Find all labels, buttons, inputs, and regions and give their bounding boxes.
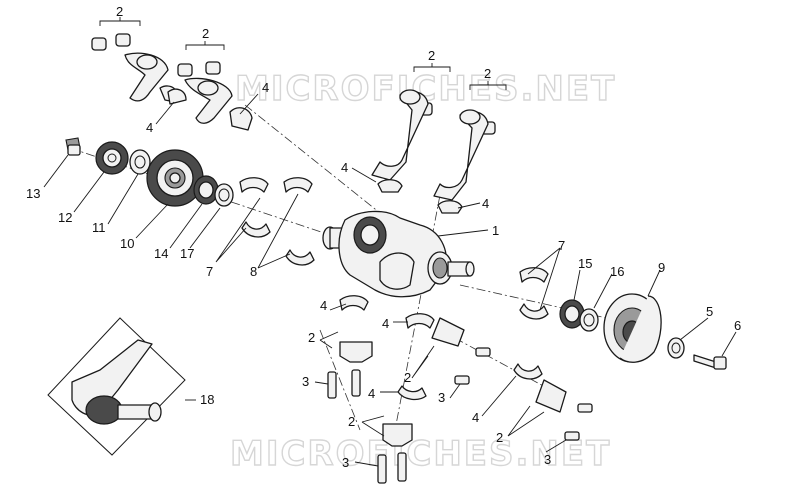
callout-6: 6 (734, 318, 741, 333)
callout-7-right: 7 (558, 238, 565, 253)
callout-4-bottom-right: 4 (472, 410, 479, 425)
crankshaft (322, 210, 475, 298)
callout-17: 17 (180, 246, 194, 261)
callout-7-left: 7 (206, 264, 213, 279)
rod-bolts (327, 347, 593, 484)
callout-8: 8 (250, 264, 257, 279)
callout-2-lower-left: 2 (308, 330, 315, 345)
callout-16: 16 (610, 264, 624, 279)
callout-labels: 2 2 2 2 4 4 4 4 1 13 12 11 10 14 17 7 8 … (26, 4, 741, 470)
callout-18: 18 (200, 392, 214, 407)
callout-15: 15 (578, 256, 592, 271)
callout-4-top: 4 (262, 80, 269, 95)
callout-4-mid: 4 (341, 160, 348, 175)
callout-2-upper-left: 2 (116, 4, 123, 19)
connecting-rods-upper-right (371, 89, 496, 214)
callout-4-right: 4 (482, 196, 489, 211)
callout-14: 14 (154, 246, 168, 261)
callout-10: 10 (120, 236, 134, 251)
right-side-parts (519, 267, 727, 370)
rod-caps-lower (339, 295, 567, 447)
callout-2-bottom-right: 2 (496, 430, 503, 445)
callout-4-lower-mid: 4 (382, 316, 389, 331)
callout-3-left: 3 (302, 374, 309, 389)
callout-2-upper: 2 (202, 26, 209, 41)
main-bearing-shells-left (239, 177, 315, 266)
gear-train-left (65, 137, 234, 207)
callout-2-bottom: 2 (348, 414, 355, 429)
callout-3-mid: 3 (438, 390, 445, 405)
crank-assembly-inset (47, 317, 186, 456)
callout-13: 13 (26, 186, 40, 201)
watermark-bottom: MICROFICHES.NET (230, 434, 611, 474)
connecting-rod-upper-left (91, 33, 253, 131)
callout-4-lower-left: 4 (320, 298, 327, 313)
callout-9: 9 (658, 260, 665, 275)
callout-3-bottom: 3 (342, 455, 349, 470)
leader-lines (43, 17, 737, 467)
callout-5: 5 (706, 304, 713, 319)
callout-4-bottom-mid: 4 (368, 386, 375, 401)
callout-2-upper-right-a: 2 (428, 48, 435, 63)
callout-4-left: 4 (146, 120, 153, 135)
callout-2-lower-mid: 2 (404, 370, 411, 385)
callout-11: 11 (92, 220, 106, 235)
callout-1: 1 (492, 223, 499, 238)
callout-3-bottom-right: 3 (544, 452, 551, 467)
callout-2-upper-right-b: 2 (484, 66, 491, 81)
callout-12: 12 (58, 210, 72, 225)
